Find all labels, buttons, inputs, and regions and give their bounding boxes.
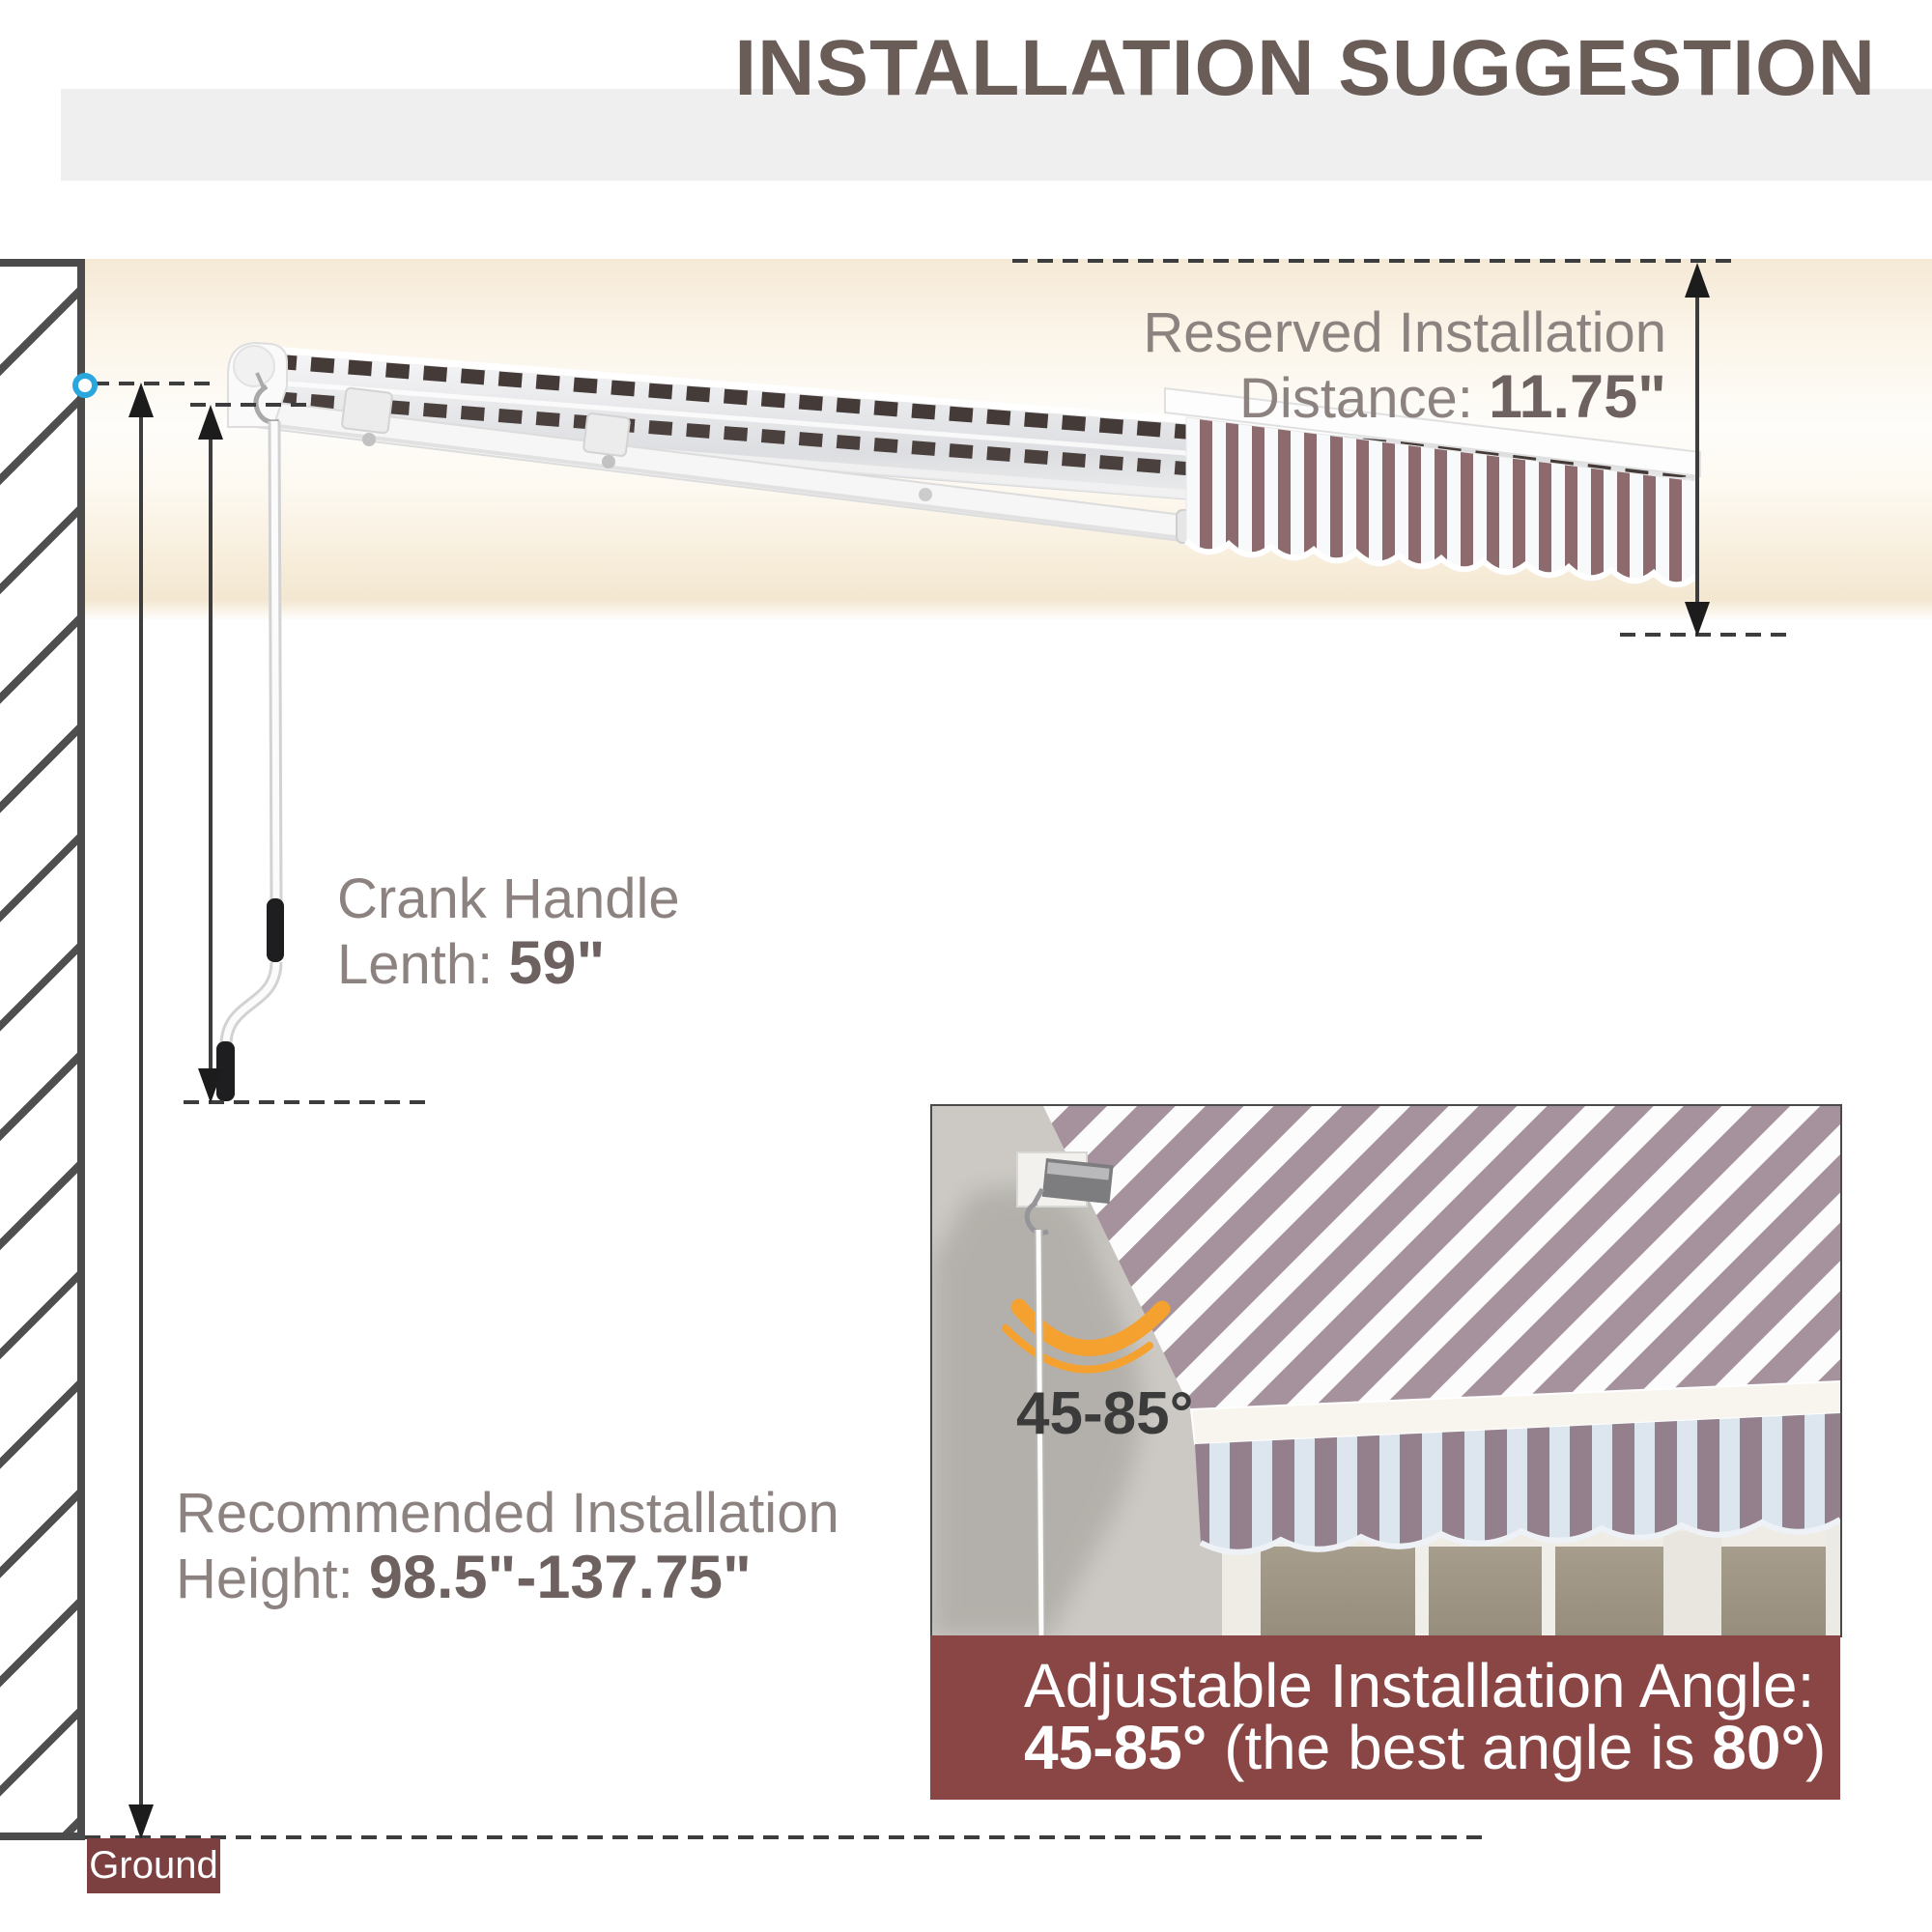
awning-valance — [1164, 386, 1701, 588]
reserved-value: 11.75" — [1488, 363, 1666, 431]
reserved-distance-label: Reserved Installation Distance: 11.75" — [1143, 301, 1666, 431]
reserved-line2: Distance: 11.75" — [1239, 363, 1666, 431]
caption-line1: Adjustable Installation Angle: — [1024, 1651, 1815, 1720]
angle-range-text: 45-85° — [1016, 1380, 1194, 1447]
photo-crank-pole — [1024, 1187, 1049, 1637]
photo-front-bar — [1189, 1379, 1840, 1446]
height-line2: Height: 98.5"-137.75" — [176, 1544, 752, 1611]
wall-hatch — [0, 259, 85, 1840]
install-height-label: Recommended Installation Height: 98.5"-1… — [176, 1482, 839, 1611]
height-line1: Recommended Installation — [176, 1482, 839, 1545]
page-title: INSTALLATION SUGGESTION — [734, 24, 1876, 112]
photo-canopy — [1043, 1106, 1840, 1409]
crank-handle — [216, 372, 284, 1101]
crank-line2: Lenth: 59" — [337, 929, 606, 997]
photo-window — [1222, 1521, 1840, 1637]
caption-best-angle: 80° — [1712, 1713, 1806, 1782]
dimension-arrowheads — [128, 263, 1710, 1839]
angle-photo-inset — [930, 1104, 1842, 1637]
dimension-lines — [85, 259, 1794, 1839]
title-band — [61, 89, 1932, 181]
angle-photo-graphic — [932, 1106, 1840, 1637]
photo-valance — [1195, 1413, 1840, 1555]
photo-bracket — [1016, 1151, 1114, 1208]
crank-value: 59" — [508, 929, 606, 997]
ground-label: Ground — [87, 1838, 220, 1893]
height-value: 98.5"-137.75" — [368, 1544, 752, 1611]
angle-caption: Adjustable Installation Angle: 45-85° (t… — [930, 1635, 1840, 1800]
crank-length-label: Crank Handle Lenth: 59" — [337, 867, 680, 997]
caption-angle-range: 45-85° — [1024, 1713, 1208, 1782]
crank-line1: Crank Handle — [337, 867, 680, 930]
reserved-line1: Reserved Installation — [1143, 301, 1666, 364]
mount-point-marker-icon — [72, 373, 98, 398]
caption-line2: 45-85° (the best angle is 80°) — [1024, 1713, 1827, 1782]
